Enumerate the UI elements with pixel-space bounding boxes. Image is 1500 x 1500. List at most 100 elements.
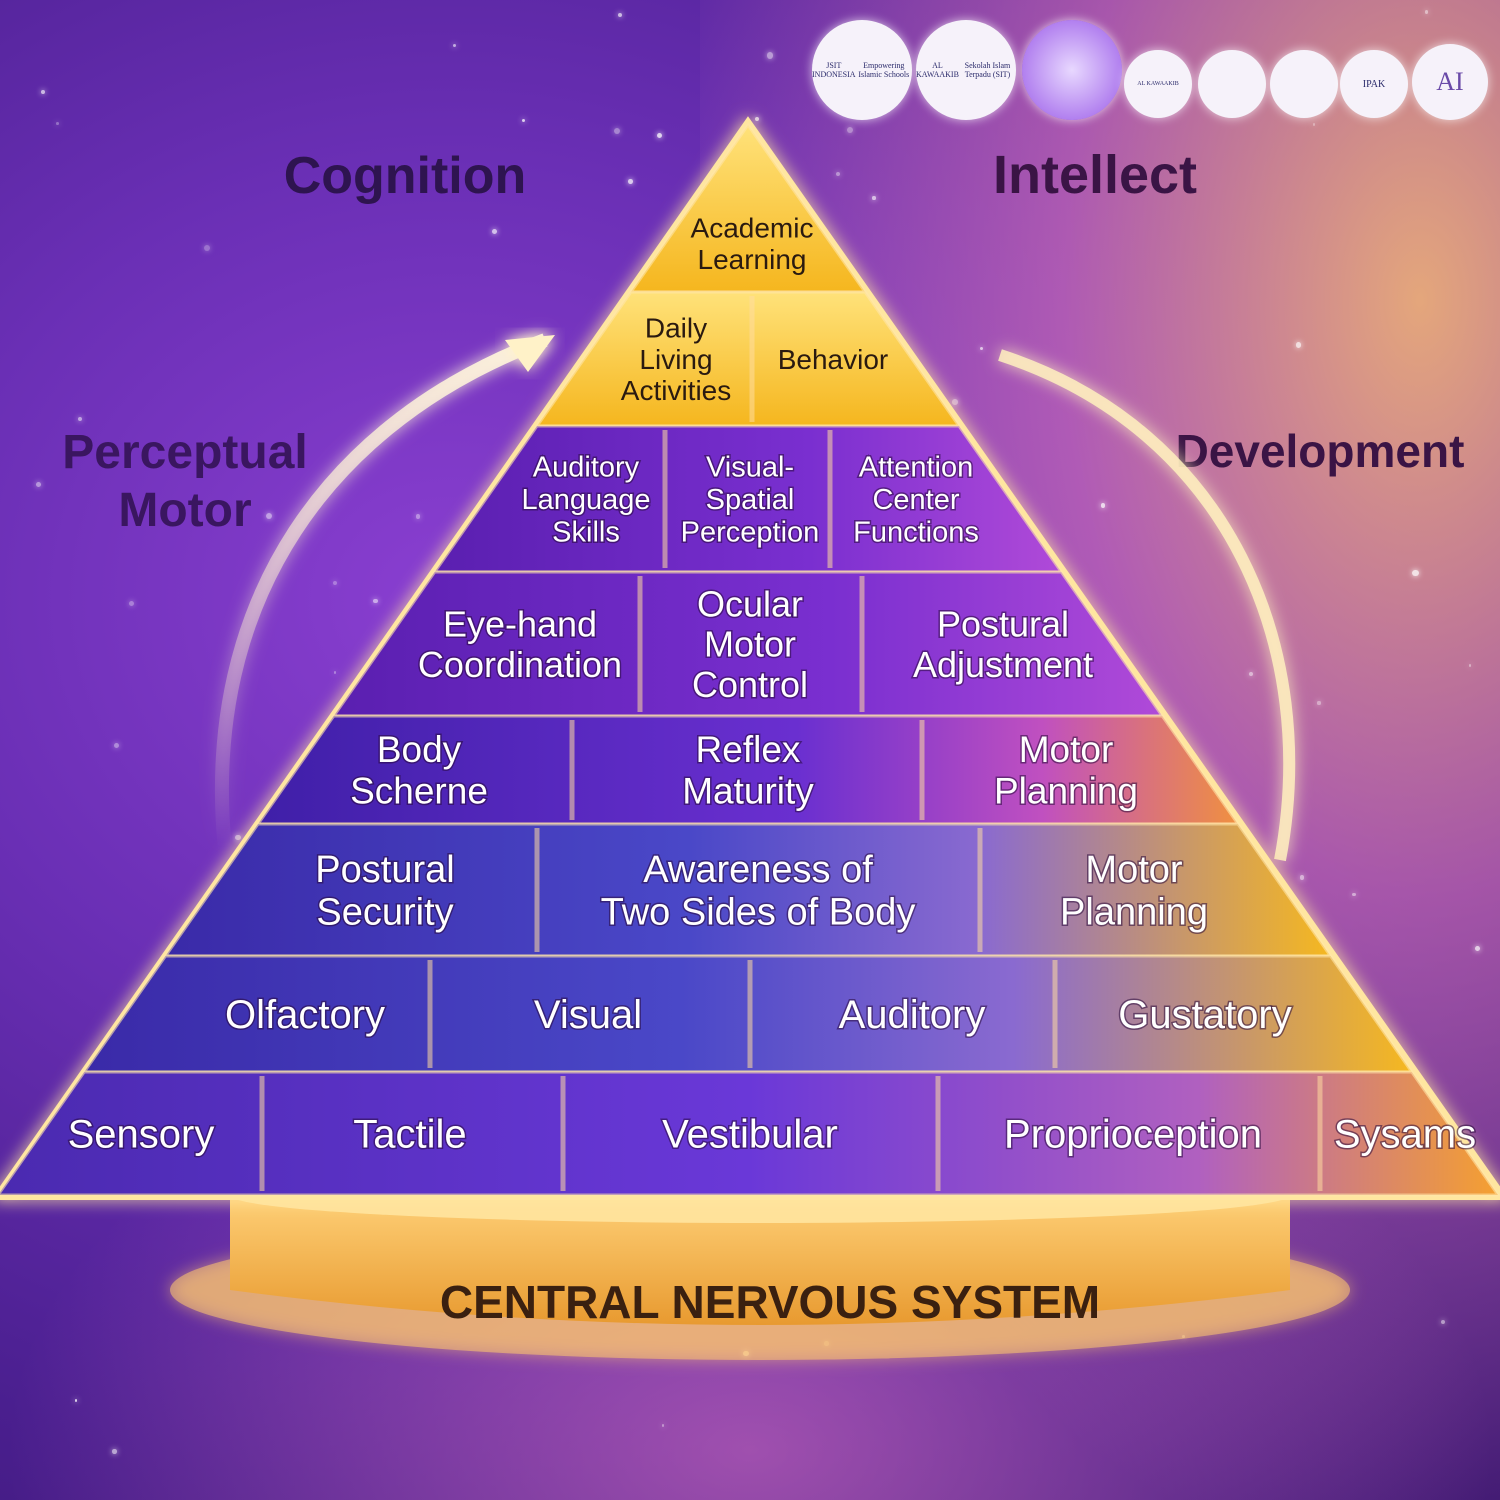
block-label-tier8-1: Tactile bbox=[353, 1113, 466, 1157]
sparkle bbox=[35, 482, 41, 487]
block-label-line: Center bbox=[872, 484, 959, 516]
sparkle bbox=[661, 1423, 665, 1427]
block-label-line: Perception bbox=[681, 517, 820, 549]
block-label-line: Functions bbox=[853, 517, 979, 549]
sparkle bbox=[40, 90, 45, 94]
block-label-line: Planning bbox=[1060, 892, 1208, 934]
sparkle bbox=[657, 133, 663, 139]
sparkle bbox=[415, 514, 421, 519]
development-label: Development bbox=[1175, 425, 1465, 477]
sparkle bbox=[235, 834, 241, 841]
sparkle bbox=[754, 117, 759, 122]
sparkle bbox=[872, 196, 876, 200]
block-label-line: Olfactory bbox=[225, 993, 385, 1037]
logo-text: Sekolah Islam Terpadu (SIT) bbox=[964, 61, 1011, 79]
sparkle bbox=[979, 346, 983, 350]
perceptual-label-line: Perceptual bbox=[62, 426, 308, 479]
al-kawaakib-star-logo: AL KAWAAKIB bbox=[1124, 50, 1192, 118]
block-label-line: Maturity bbox=[682, 771, 814, 812]
block-label-line: Visual- bbox=[706, 452, 794, 484]
block-label-line: Living bbox=[639, 344, 712, 375]
sparkle bbox=[1317, 701, 1321, 705]
block-label-line: Behavior bbox=[778, 344, 889, 375]
block-label-line: Postural bbox=[315, 849, 454, 891]
sparkle bbox=[846, 126, 854, 134]
ai-logo: AI bbox=[1412, 44, 1488, 120]
sparkle bbox=[77, 416, 82, 422]
sparkle bbox=[1412, 569, 1419, 577]
sparkle bbox=[614, 128, 621, 135]
sparkle bbox=[114, 742, 120, 749]
block-label-line: Postural bbox=[937, 603, 1069, 644]
block-label-tier8-0: Sensory bbox=[68, 1113, 215, 1157]
sparkle bbox=[1100, 503, 1106, 508]
sparkle bbox=[1295, 342, 1301, 348]
logo-text: Empowering Islamic Schools bbox=[858, 61, 910, 79]
block-label-tier8-4: Sysams bbox=[1334, 1113, 1476, 1157]
block-label-line: Control bbox=[692, 664, 808, 705]
arc-arrow-head bbox=[505, 335, 555, 372]
pyramid-blocks bbox=[0, 122, 1500, 1197]
block-label-line: Proprioception bbox=[1004, 1113, 1262, 1157]
figure-logo bbox=[1198, 50, 1266, 118]
block-label-tier7-2: Auditory bbox=[839, 993, 986, 1037]
block-label-line: Vestibular bbox=[662, 1113, 838, 1157]
block-label-tier8-3: Proprioception bbox=[1004, 1113, 1262, 1157]
sparkle bbox=[128, 601, 134, 607]
logo-text: AL KAWAAKIB bbox=[1137, 81, 1179, 87]
block-label-tier8-2: Vestibular bbox=[662, 1113, 838, 1157]
sparkle bbox=[1249, 671, 1254, 676]
block-label-tier7-1: Visual bbox=[534, 993, 642, 1037]
central-nervous-system-label: CENTRAL NERVOUS SYSTEM bbox=[440, 1276, 1100, 1328]
block-label-line: Ocular bbox=[697, 583, 803, 624]
ipak-logo: IPAK bbox=[1340, 50, 1408, 118]
pyramid-row-tier2 bbox=[534, 290, 962, 428]
sparkle bbox=[55, 121, 59, 125]
block-label-line: Activities bbox=[621, 375, 731, 406]
block-label-line: Motor bbox=[1085, 849, 1182, 891]
sparkle bbox=[835, 172, 840, 177]
sparkle bbox=[617, 12, 623, 17]
block-label-line: Visual bbox=[534, 993, 642, 1037]
sparkle bbox=[1440, 1320, 1446, 1325]
block-label-line: Skills bbox=[552, 517, 620, 549]
block-label-line: Motor bbox=[704, 624, 796, 665]
sparkle bbox=[492, 228, 497, 234]
block-label-line: Eye-hand bbox=[443, 603, 597, 644]
sparkle bbox=[1352, 892, 1356, 897]
block-label-line: Adjustment bbox=[913, 644, 1093, 685]
logo-text: JSIT INDONESIA bbox=[812, 61, 856, 79]
block-label-line: Sensory bbox=[68, 1113, 215, 1157]
block-label-line: Scherne bbox=[350, 771, 488, 812]
sparkle bbox=[332, 581, 337, 586]
block-label-tier2-1: Behavior bbox=[778, 344, 889, 375]
sparkle bbox=[203, 245, 210, 252]
pyramid-row-tier8 bbox=[0, 1070, 1500, 1197]
logo-text: AL KAWAAKIB bbox=[916, 61, 959, 79]
sparkle bbox=[521, 118, 526, 123]
cognition-label: Cognition bbox=[283, 147, 527, 205]
block-label-tier7-3: Gustatory bbox=[1118, 993, 1291, 1037]
block-label-line: Gustatory bbox=[1118, 993, 1291, 1037]
sparkle bbox=[628, 179, 633, 184]
sparkle bbox=[952, 399, 958, 405]
al-kawaakib-logo: AL KAWAAKIB Sekolah Islam Terpadu (SIT) bbox=[916, 20, 1016, 120]
sparkle bbox=[1312, 123, 1316, 126]
block-label-line: Auditory bbox=[533, 452, 640, 484]
block-label-line: Planning bbox=[994, 771, 1138, 812]
block-label-line: Body bbox=[377, 729, 462, 770]
